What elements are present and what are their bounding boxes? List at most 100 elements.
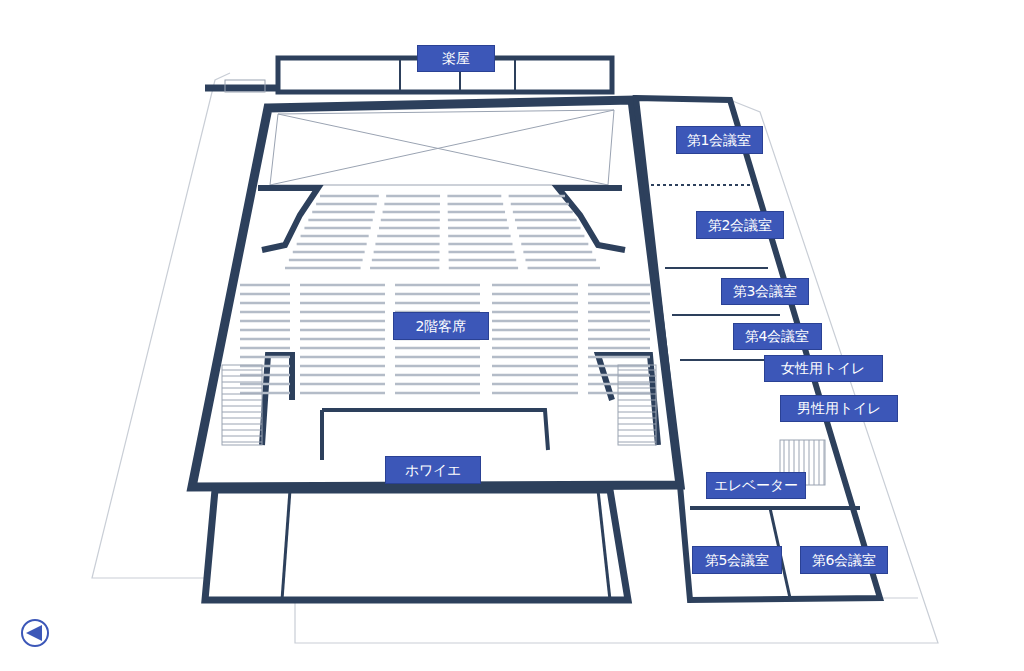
seat-row bbox=[300, 293, 385, 296]
stair-step bbox=[618, 388, 656, 389]
direction-icon bbox=[22, 620, 48, 646]
seat-row bbox=[370, 267, 439, 270]
stair-step bbox=[222, 436, 262, 437]
room-name: 2階客席 bbox=[416, 318, 467, 335]
seat-row bbox=[395, 374, 480, 377]
seat-row bbox=[528, 267, 600, 270]
stair-step bbox=[222, 430, 262, 431]
room-label: 第1会議室 bbox=[676, 126, 763, 154]
room-label: 2階客席 bbox=[393, 312, 489, 340]
stairs bbox=[222, 80, 825, 485]
stair-step bbox=[618, 418, 656, 419]
wall bbox=[665, 267, 768, 269]
seat-row bbox=[521, 243, 588, 246]
seat-row bbox=[300, 356, 385, 359]
seat-row bbox=[517, 227, 581, 230]
seats bbox=[240, 196, 650, 393]
seat-row bbox=[300, 347, 385, 350]
seat-row bbox=[285, 267, 361, 270]
room-label: 第4会議室 bbox=[733, 323, 822, 350]
seat-row bbox=[492, 284, 578, 287]
seat-row bbox=[379, 227, 440, 230]
seat-row bbox=[300, 365, 385, 368]
seat-row bbox=[240, 356, 290, 359]
seat-row bbox=[448, 235, 510, 238]
seat-row bbox=[240, 284, 290, 287]
stair-step bbox=[618, 382, 656, 383]
seat-row bbox=[523, 251, 592, 254]
stage-outline bbox=[270, 110, 614, 185]
seat-row bbox=[448, 227, 509, 230]
seat-row bbox=[511, 203, 569, 206]
seat-row bbox=[395, 392, 480, 395]
wall bbox=[322, 410, 548, 450]
seat-row bbox=[588, 383, 650, 386]
seat-row bbox=[240, 320, 290, 323]
seat-row bbox=[372, 259, 440, 262]
stage bbox=[270, 110, 614, 185]
seat-row bbox=[384, 203, 440, 206]
seat-row bbox=[449, 259, 517, 262]
wall bbox=[514, 58, 516, 92]
stair-step bbox=[618, 394, 656, 395]
seat-row bbox=[513, 211, 573, 214]
seat-row bbox=[447, 195, 501, 198]
site-outline bbox=[92, 73, 230, 578]
seat-row bbox=[377, 235, 439, 238]
seat-row bbox=[492, 311, 578, 314]
stair-step bbox=[618, 442, 656, 443]
seat-row bbox=[449, 267, 518, 270]
stair-step bbox=[222, 442, 262, 443]
seat-row bbox=[308, 219, 372, 222]
stage-cross bbox=[270, 110, 614, 185]
stair-step bbox=[618, 400, 656, 401]
seat-row bbox=[395, 347, 480, 350]
seat-row bbox=[312, 211, 375, 214]
stair-step bbox=[222, 388, 262, 389]
seat-row bbox=[492, 383, 578, 386]
stair-step bbox=[222, 370, 262, 371]
seat-row bbox=[300, 320, 385, 323]
room-name: 第1会議室 bbox=[687, 132, 752, 149]
stair-step bbox=[222, 400, 262, 401]
seat-row bbox=[588, 356, 650, 359]
wall bbox=[192, 100, 680, 487]
seat-row bbox=[381, 219, 440, 222]
room-label: 楽屋 bbox=[417, 45, 495, 72]
room-label: 第6会議室 bbox=[800, 546, 888, 574]
seat-row bbox=[289, 259, 363, 262]
seat-row bbox=[492, 347, 578, 350]
wall bbox=[282, 490, 290, 600]
wall bbox=[399, 58, 401, 92]
stair-step bbox=[618, 430, 656, 431]
seat-row bbox=[448, 251, 514, 254]
seat-row bbox=[588, 311, 650, 314]
seat-row bbox=[588, 329, 650, 332]
room-label: 男性用トイレ bbox=[780, 395, 898, 422]
room-name: 第5会議室 bbox=[705, 552, 770, 569]
room-name: 第3会議室 bbox=[733, 283, 798, 300]
stair bbox=[222, 365, 262, 445]
seat-row bbox=[492, 293, 578, 296]
seat-row bbox=[240, 329, 290, 332]
room-label: ホワイエ bbox=[385, 456, 481, 484]
stair-step bbox=[618, 376, 656, 377]
seat-row bbox=[492, 365, 578, 368]
seat-row bbox=[515, 219, 577, 222]
seat-row bbox=[304, 227, 370, 230]
seat-row bbox=[492, 374, 578, 377]
room-name: 男性用トイレ bbox=[797, 400, 881, 417]
seat-row bbox=[509, 195, 565, 198]
wall bbox=[205, 490, 628, 600]
room-name: エレベーター bbox=[714, 477, 798, 494]
icon-arrow bbox=[26, 625, 42, 641]
stair-step bbox=[824, 440, 825, 485]
room-name: 女性用トイレ bbox=[781, 360, 865, 377]
seat-row bbox=[588, 302, 650, 305]
wall bbox=[672, 314, 780, 316]
seat-row bbox=[492, 329, 578, 332]
seat-row bbox=[375, 243, 439, 246]
stair-step bbox=[814, 440, 815, 485]
seat-row bbox=[240, 293, 290, 296]
stair bbox=[225, 80, 265, 92]
